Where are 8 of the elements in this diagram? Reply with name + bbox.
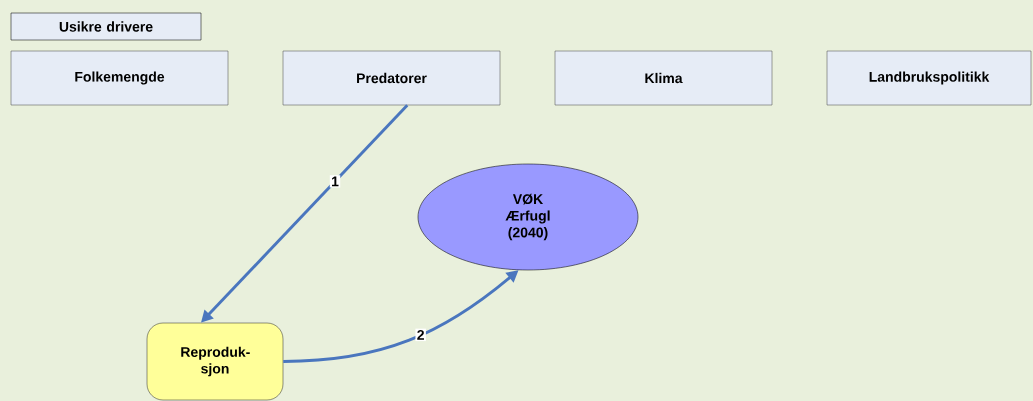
driver-box: Folkemengde (10, 50, 229, 106)
driver-box: Klima (554, 50, 773, 106)
process-box: Reproduk- sjon (146, 322, 284, 401)
header-box: Usikre drivere (10, 12, 202, 41)
edge-label: 2 (415, 328, 426, 342)
driver-box: Predatorer (282, 50, 501, 106)
edge-label: 1 (329, 175, 341, 188)
driver-box: Landbrukspolitikk (826, 50, 1032, 106)
